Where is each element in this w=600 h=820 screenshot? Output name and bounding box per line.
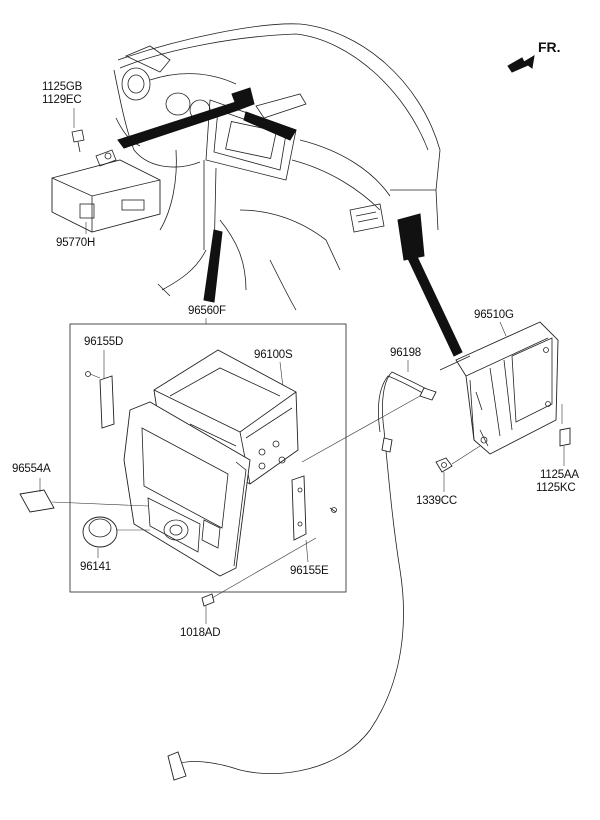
bolt-1125AA-1125KC: 1125AA 1125KC (536, 404, 580, 494)
dashboard-illustration (113, 23, 463, 357)
part-label-1018AD: 1018AD (180, 627, 220, 639)
part-label-1125GB: 1125GB (42, 81, 83, 93)
front-direction-arrow-icon (507, 55, 535, 73)
part-label-96155D: 96155D (84, 336, 123, 348)
part-label-96100S: 96100S (254, 349, 293, 361)
cable-96198: 96198 (167, 347, 437, 781)
part-label-1129EC: 1129EC (42, 94, 82, 106)
part-label-1125KC: 1125KC (536, 482, 576, 494)
part-label-1125AA: 1125AA (540, 469, 579, 481)
part-label-96155E: 96155E (290, 565, 329, 577)
part-label-1339CC: 1339CC (416, 495, 457, 507)
bracket-96510G: 96510G (439, 309, 559, 455)
part-label-96198: 96198 (390, 347, 421, 359)
screw-1018AD: 1018AD (180, 537, 317, 639)
part-label-96141: 96141 (80, 561, 111, 573)
part-label-95770H: 95770H (56, 237, 95, 249)
part-label-96560F: 96560F (188, 305, 226, 317)
control-module-95770H (51, 129, 161, 233)
part-label-96554A: 96554A (12, 463, 51, 475)
part-label-96510G: 96510G (474, 309, 514, 321)
av-unit-assembly-box: 96560F 96155D 96100S 96554A (12, 305, 347, 593)
nut-1339CC: 1339CC (416, 445, 481, 507)
front-direction-label: FR. (538, 39, 561, 55)
